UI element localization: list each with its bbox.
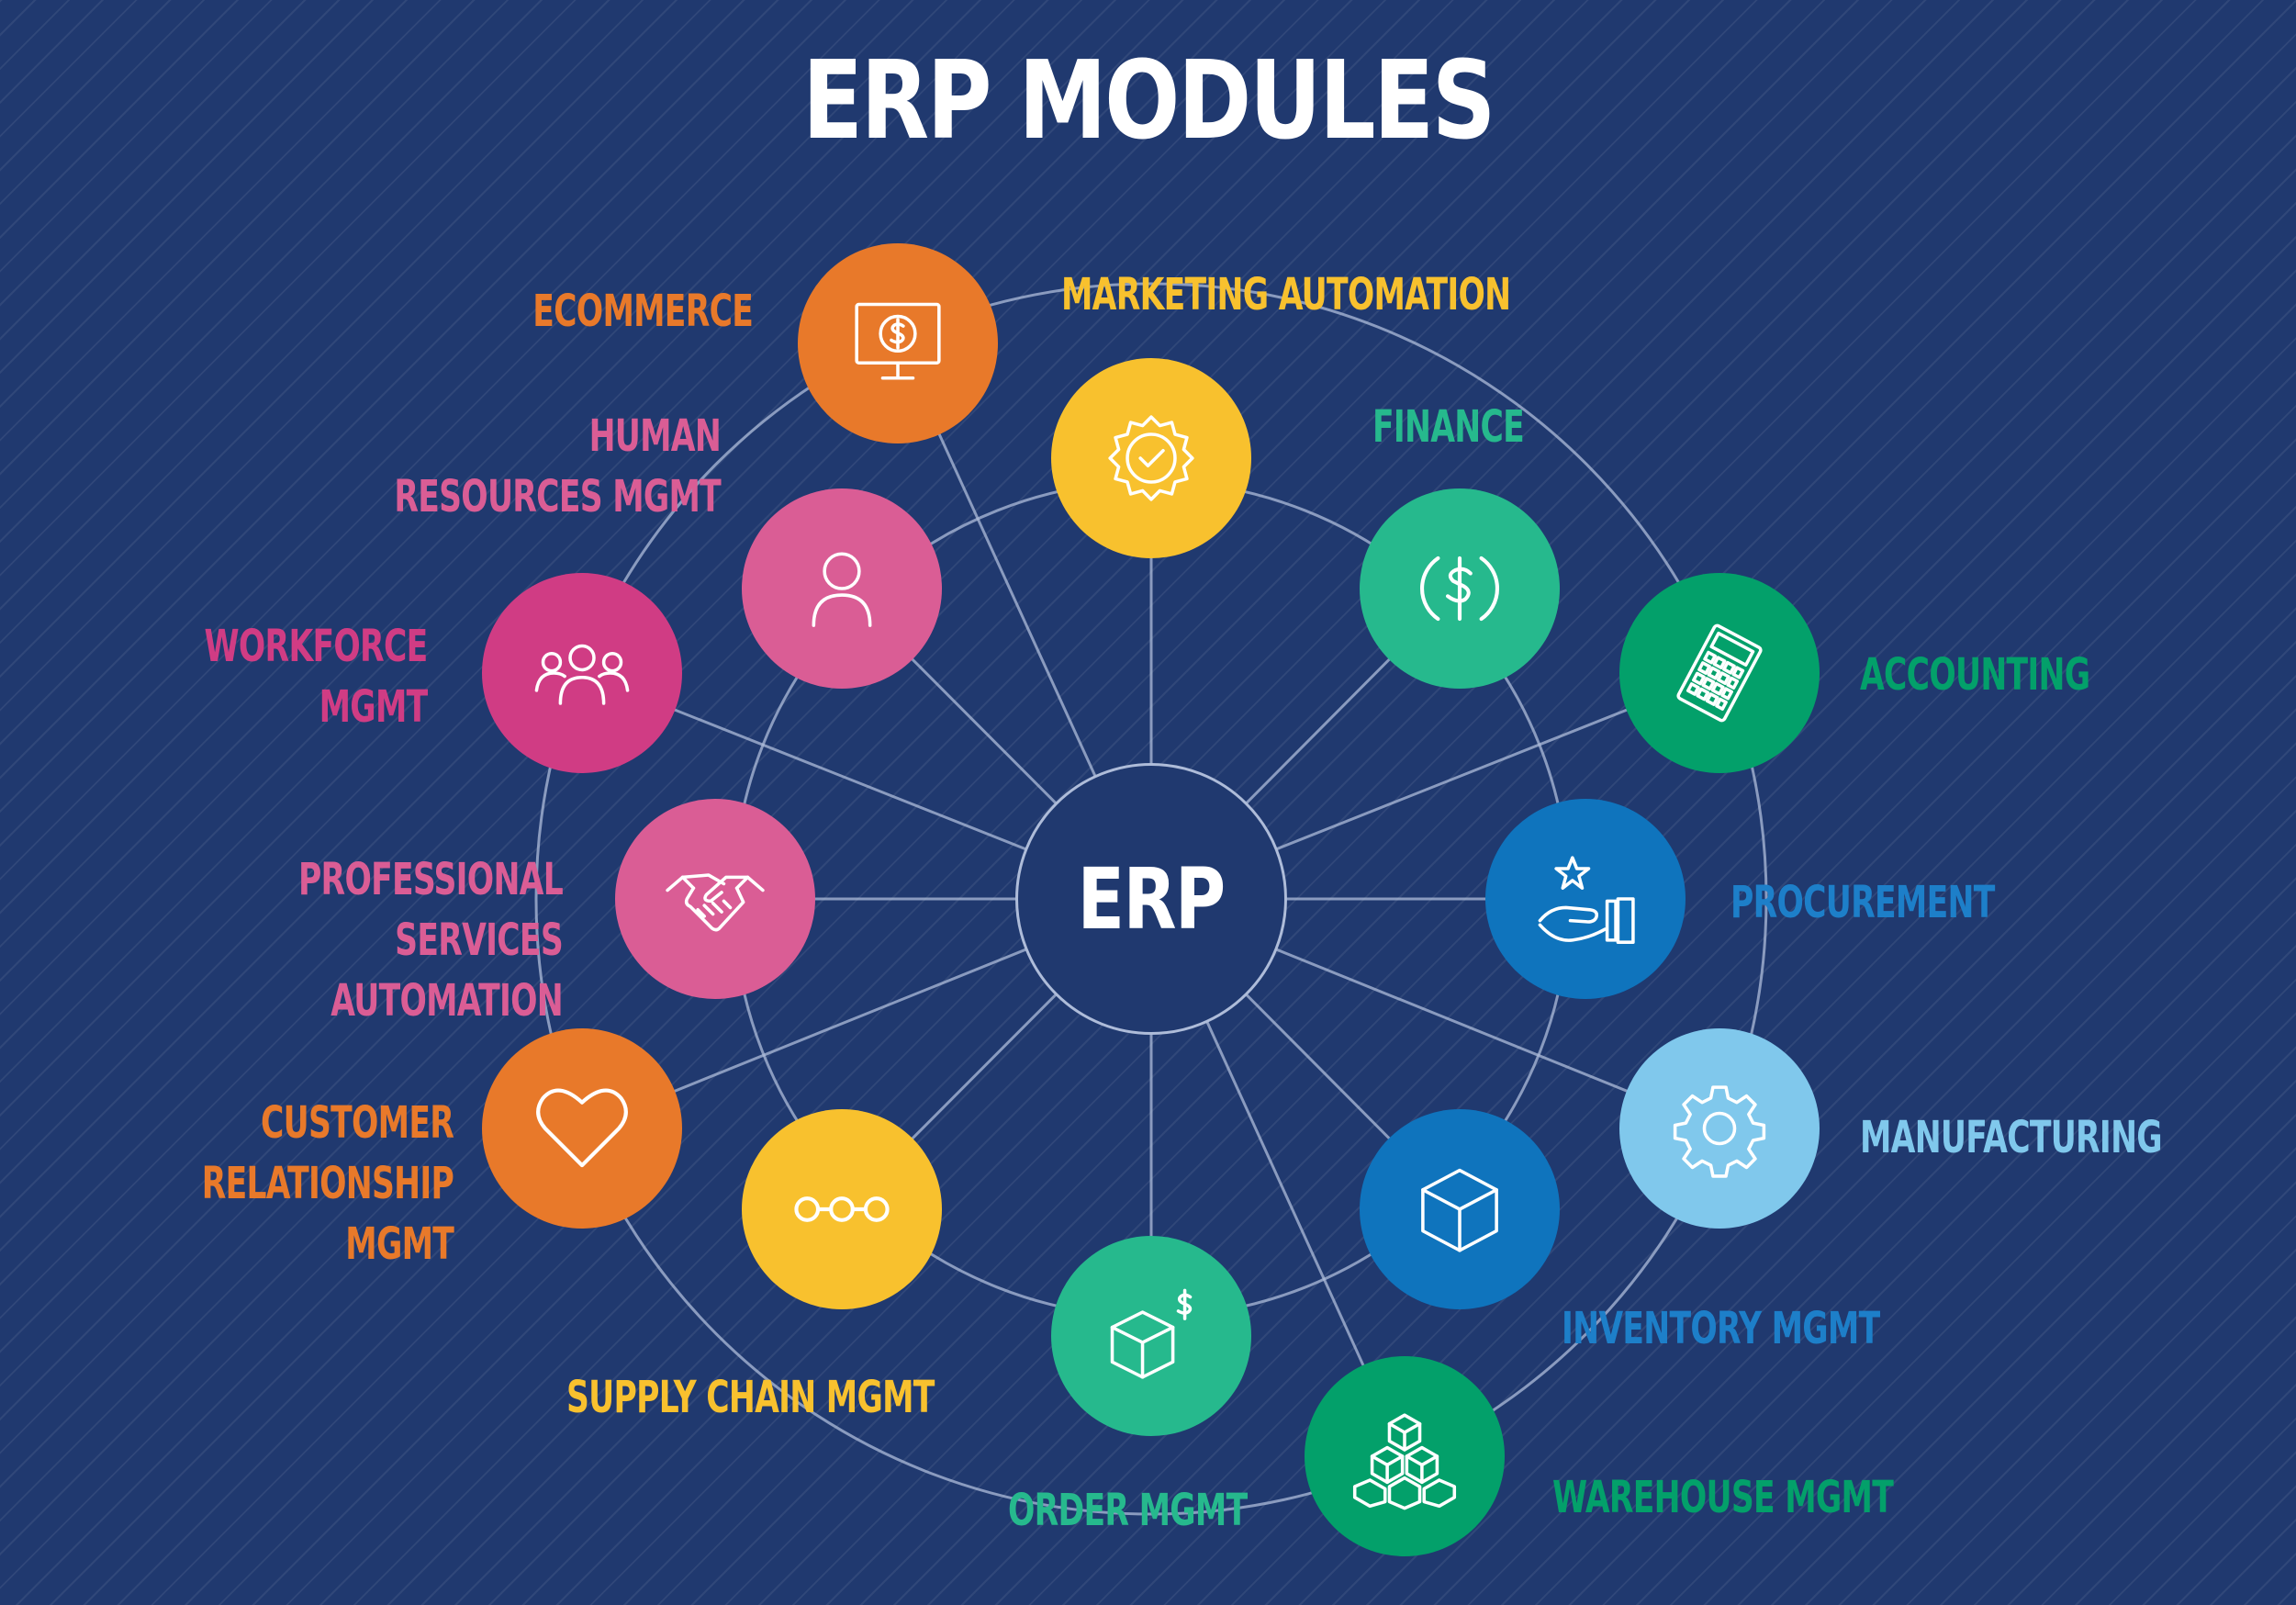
label-accounting: ACCOUNTING [1860, 649, 2090, 701]
module-warehouse[interactable] [1305, 1356, 1505, 1556]
label-inventory: INVENTORY MGMT [1562, 1303, 1880, 1354]
group-icon [534, 644, 630, 705]
hub-label: ERP [1077, 849, 1226, 948]
module-finance[interactable] [1360, 488, 1560, 689]
module-ecommerce[interactable] [798, 243, 998, 443]
label-procurement: PROCUREMENT [1730, 877, 1995, 928]
module-professional-services[interactable] [615, 799, 815, 999]
label-workforce: WORKFORCE MGMT [204, 621, 428, 733]
label-professional-services: PROFESSIONAL SERVICES AUTOMATION [297, 854, 564, 1027]
module-inventory[interactable] [1360, 1109, 1560, 1309]
module-supply-chain[interactable] [742, 1109, 942, 1309]
heart-icon [536, 1088, 628, 1168]
person-icon [812, 552, 872, 627]
label-human-resources: HUMAN RESOURCES MGMT [394, 410, 721, 522]
label-supply-chain: SUPPLY CHAIN MGMT [566, 1372, 935, 1423]
hand-star-icon [1538, 856, 1635, 944]
module-order[interactable] [1051, 1236, 1251, 1436]
module-marketing-automation[interactable] [1051, 358, 1251, 558]
label-finance: FINANCE [1372, 401, 1525, 453]
label-warehouse: WAREHOUSE MGMT [1552, 1472, 1894, 1523]
label-marketing-automation: MARKETING AUTOMATION [1061, 269, 1511, 320]
module-accounting[interactable] [1619, 573, 1820, 773]
calculator-icon [1676, 623, 1763, 723]
monitor-dollar-icon [855, 302, 941, 380]
handshake-icon [666, 873, 765, 932]
module-manufacturing[interactable] [1619, 1028, 1820, 1229]
gear-icon [1673, 1085, 1766, 1178]
chain-links-icon [794, 1196, 890, 1222]
label-customer-relationship: CUSTOMER RELATIONSHIP MGMT [201, 1097, 454, 1270]
erp-hub[interactable]: ERP [1015, 763, 1287, 1035]
label-ecommerce: ECOMMERCE [532, 286, 754, 337]
module-workforce[interactable] [482, 573, 682, 773]
dollar-cycle-icon [1420, 556, 1499, 622]
module-human-resources[interactable] [742, 488, 942, 689]
module-procurement[interactable] [1485, 799, 1686, 999]
label-order: ORDER MGMT [1008, 1485, 1248, 1536]
label-manufacturing: MANUFACTURING [1860, 1112, 2163, 1163]
stacked-boxes-icon [1352, 1413, 1457, 1510]
cube-icon [1421, 1168, 1498, 1252]
box-dollar-icon [1110, 1288, 1193, 1379]
outer-ring [534, 282, 1768, 1516]
module-customer-relationship[interactable] [482, 1028, 682, 1229]
badge-check-icon [1108, 415, 1194, 501]
page-title: ERP MODULES [801, 37, 1495, 163]
